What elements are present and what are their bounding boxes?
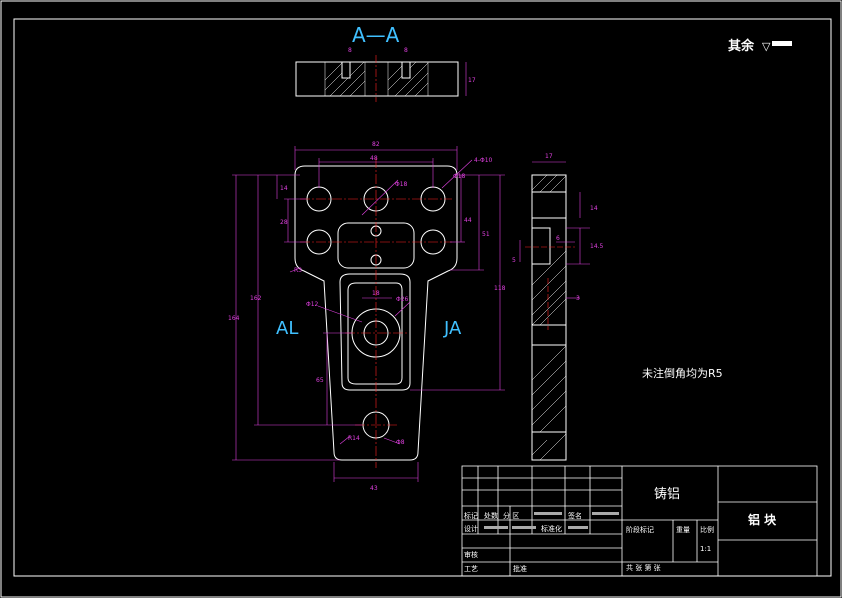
svg-text:设计: 设计 (464, 524, 478, 533)
svg-text:6: 6 (556, 235, 560, 242)
svg-text:R3: R3 (294, 267, 302, 274)
svg-text:17: 17 (545, 153, 553, 160)
title-block (461, 465, 818, 577)
svg-text:14: 14 (590, 205, 598, 212)
svg-text:44: 44 (464, 217, 472, 224)
svg-text:4-Φ10: 4-Φ10 (474, 157, 493, 164)
svg-text:工艺: 工艺 (464, 565, 478, 573)
section-mark-right: JA (443, 318, 462, 339)
svg-text:3: 3 (576, 295, 580, 302)
svg-text:R14: R14 (348, 435, 360, 442)
svg-text:Φ26: Φ26 (396, 296, 409, 303)
svg-text:共 张 第 张: 共 张 第 张 (626, 563, 661, 572)
svg-text:118: 118 (494, 285, 506, 292)
svg-text:65: 65 (316, 377, 324, 384)
svg-text:8: 8 (404, 47, 408, 54)
section-title: A—A (352, 23, 400, 47)
svg-text:批准: 批准 (513, 564, 527, 573)
center-lines (300, 158, 452, 468)
svg-text:162: 162 (250, 295, 262, 302)
part-name: 铝 块 (748, 512, 777, 527)
drawing-border (13, 18, 832, 577)
svg-text:5: 5 (512, 257, 516, 264)
svg-text:18: 18 (372, 290, 380, 297)
roughness-symbol: ▽ (762, 40, 771, 53)
roughness-bar (772, 41, 792, 46)
svg-text:48: 48 (370, 155, 378, 162)
side-view: 17 14 14.5 6 5 3 (512, 153, 604, 461)
svg-text:8: 8 (348, 47, 352, 54)
section-view-a-a: A—A 8 8 17 (295, 23, 476, 102)
svg-text:28: 28 (280, 219, 288, 226)
svg-text:14.5: 14.5 (590, 243, 604, 250)
dimension-texts: 82 48 4-Φ10 Φ18 Φ18 Φ26 Φ12 Φ8 R3 18 43 … (228, 141, 506, 492)
svg-text:43: 43 (370, 485, 378, 492)
dimension-lines (232, 146, 505, 482)
svg-text:分 区: 分 区 (503, 511, 519, 520)
title-block-text: 铸铝 铝 块 标记 处数 分 区 签名 设计 标准化 阶段标记 重量 比例 1:… (464, 486, 777, 573)
svg-text:Φ8: Φ8 (396, 439, 405, 446)
svg-text:17: 17 (468, 77, 476, 84)
roughness-note: 其余 (728, 38, 755, 54)
svg-text:标记: 标记 (464, 511, 478, 520)
svg-text:比例: 比例 (700, 525, 714, 534)
svg-text:阶段标记: 阶段标记 (626, 525, 654, 534)
svg-text:签名: 签名 (568, 511, 582, 520)
material-label: 铸铝 (654, 486, 680, 502)
svg-text:审核: 审核 (464, 550, 478, 559)
svg-text:处数: 处数 (484, 511, 498, 520)
chamfer-note: 未注倒角均为R5 (642, 366, 723, 380)
section-mark-left: AL (276, 318, 298, 339)
svg-text:Φ18: Φ18 (453, 173, 466, 180)
svg-text:Φ18: Φ18 (395, 181, 408, 188)
svg-text:164: 164 (228, 315, 240, 322)
svg-text:Φ12: Φ12 (306, 301, 319, 308)
svg-text:1:1: 1:1 (700, 545, 711, 553)
svg-text:标准化: 标准化 (541, 524, 562, 533)
svg-text:82: 82 (372, 141, 380, 148)
svg-text:51: 51 (482, 231, 490, 238)
svg-text:重量: 重量 (676, 526, 690, 534)
svg-text:14: 14 (280, 185, 288, 192)
